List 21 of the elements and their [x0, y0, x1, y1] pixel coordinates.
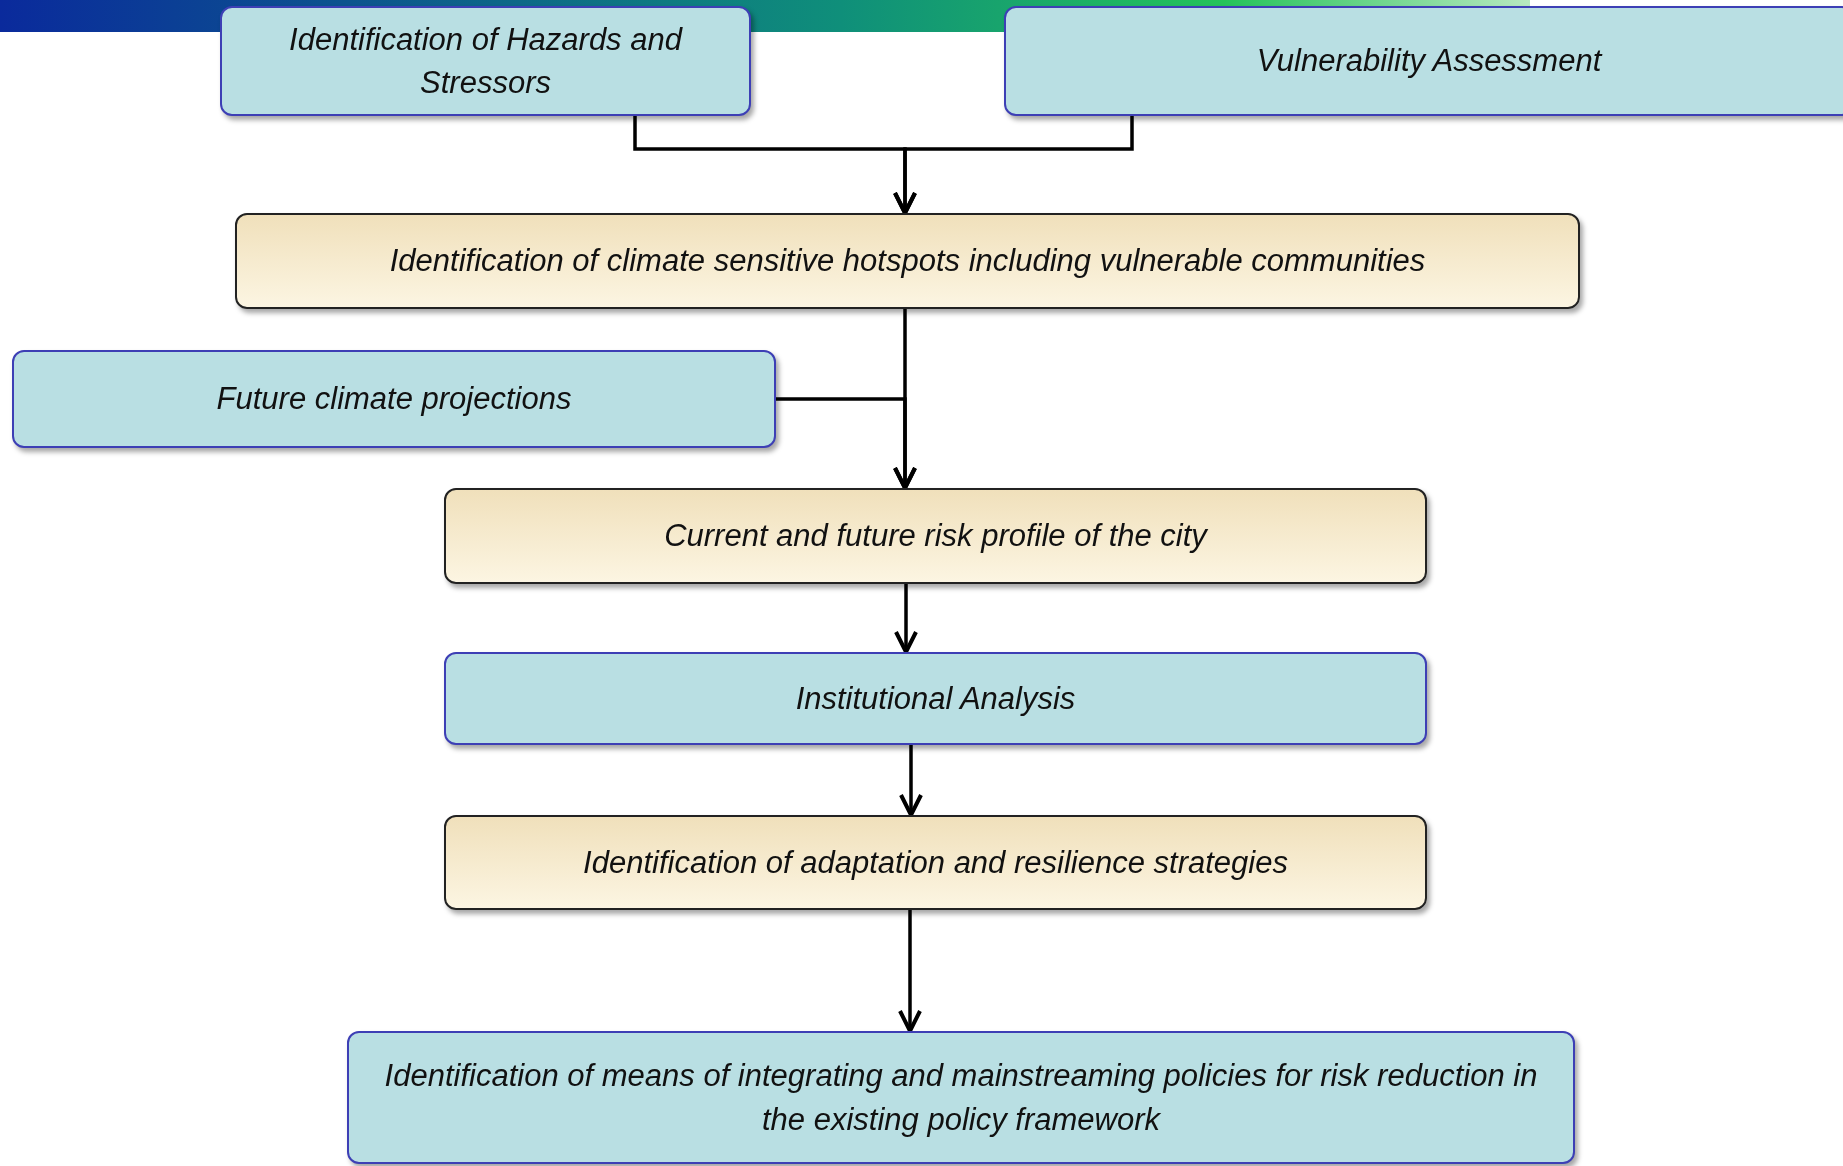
box-label: Identification of adaptation and resilience strategies [583, 843, 1288, 882]
process-box [220, 6, 751, 116]
process-box [444, 488, 1427, 584]
box-label: Identification of climate sensitive hotspots including vulnerable communities [389, 242, 1426, 281]
process-box [12, 350, 776, 448]
process-box [444, 652, 1427, 745]
process-box [347, 1031, 1575, 1164]
box-label: Future climate projections [216, 380, 572, 419]
box-label: Current and future risk profile of the city [664, 517, 1207, 556]
box-label: Identification of means of integrating and mainstreaming policies for risk reduction in the existing policy framework [383, 1057, 1539, 1139]
box-label: Vulnerability Assessment [1256, 42, 1602, 81]
arrow [893, 116, 1134, 215]
process-box [1004, 6, 1843, 116]
arrow [894, 584, 918, 654]
box-label: Institutional Analysis [795, 679, 1076, 718]
arrow [776, 397, 917, 490]
box-label: Identification of Hazards and Stressors [288, 20, 684, 102]
process-box [235, 213, 1580, 309]
arrow [899, 745, 923, 817]
process-box [444, 815, 1427, 910]
arrow [898, 910, 922, 1033]
